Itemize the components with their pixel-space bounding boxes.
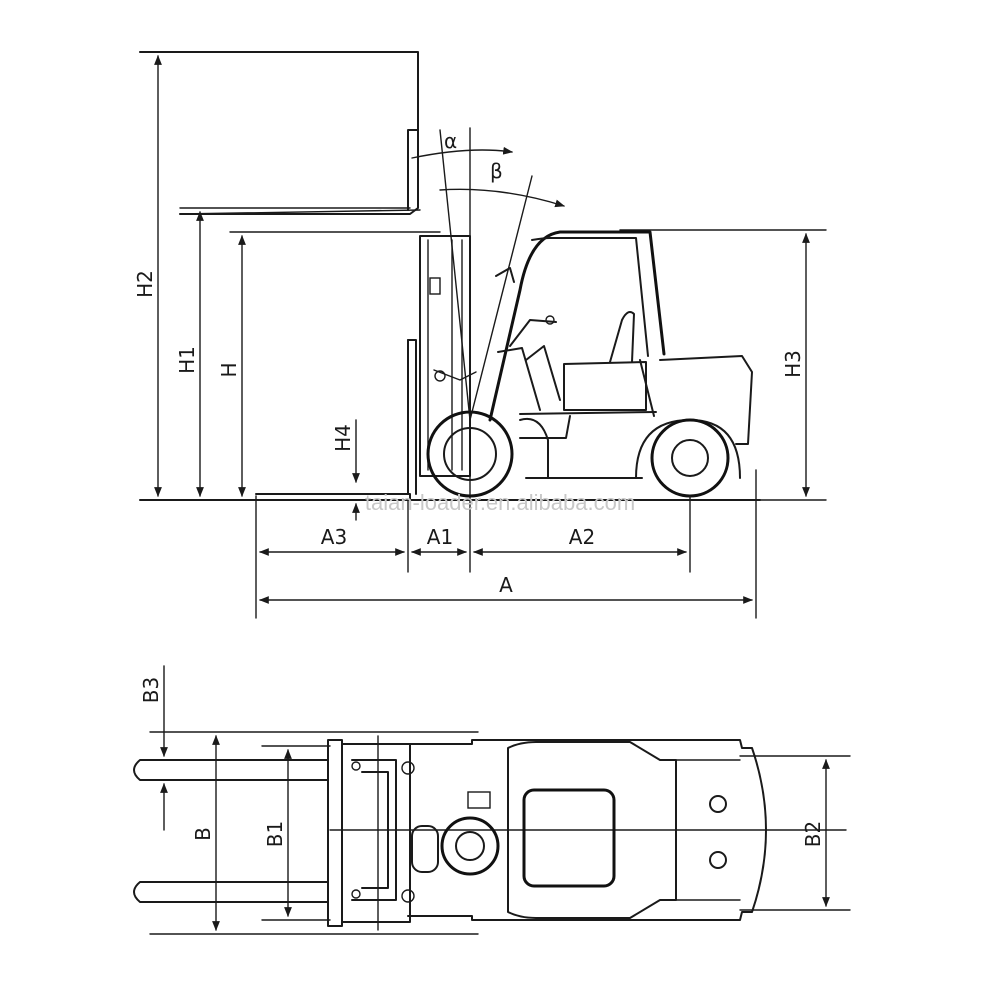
watermark-text: taian-loader.en.alibaba.com	[365, 490, 635, 515]
truck-body	[488, 230, 753, 479]
top-view: B3 B B1 B2	[133, 665, 851, 935]
top-carriage	[327, 735, 415, 931]
alpha-label: α	[444, 129, 457, 153]
h-label: H	[217, 362, 241, 377]
a-label: A	[499, 573, 513, 597]
front-wheel	[426, 410, 514, 498]
h2-label: H2	[133, 270, 157, 298]
top-forks	[133, 759, 329, 903]
side-view: α β H2 H1 H H3 H4 A3 A1 A2 A taian-loade…	[133, 51, 827, 619]
a3-label: A3	[321, 525, 347, 549]
b-label: B	[191, 827, 215, 841]
tilt-angle-indicator	[411, 127, 565, 501]
h1-label: H1	[175, 346, 199, 374]
b3-label: B3	[139, 677, 163, 703]
a1-label: A1	[427, 525, 453, 549]
a2-label: A2	[569, 525, 595, 549]
top-truck-body	[407, 739, 767, 921]
h4-label: H4	[331, 424, 355, 452]
h3-label: H3	[781, 350, 805, 378]
b1-label: B1	[263, 821, 287, 847]
ground-fork	[255, 339, 417, 501]
raised-load-block	[139, 51, 421, 215]
b2-label: B2	[801, 821, 825, 847]
beta-label: β	[490, 159, 503, 183]
rear-wheel	[650, 418, 730, 498]
